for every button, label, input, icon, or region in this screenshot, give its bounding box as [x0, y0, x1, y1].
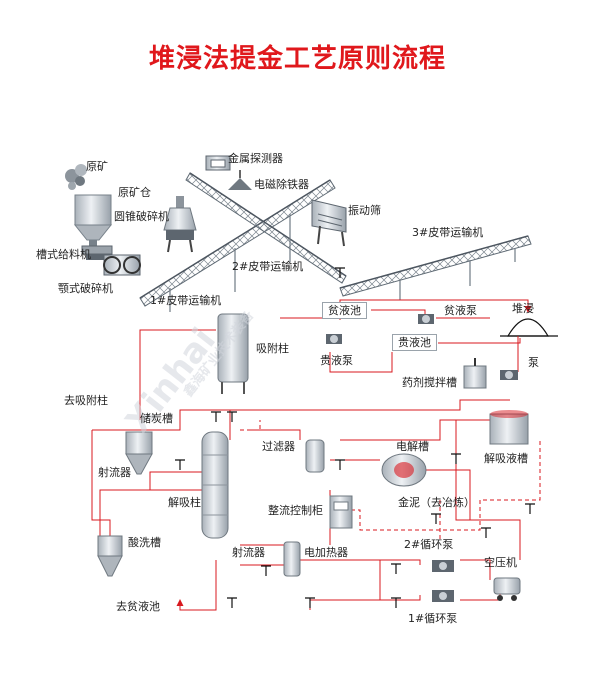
conveyor-supports [169, 214, 516, 312]
vibrating-screen-icon [311, 199, 347, 247]
pipelines [91, 299, 532, 611]
label-rectifier: 整流控制柜 [268, 504, 323, 517]
label-heater: 电加热器 [304, 546, 348, 559]
page-title: 堆浸法提金工艺原则流程 [148, 44, 446, 74]
label-heap-leach: 堆浸 [512, 302, 534, 315]
label-metal-detector: 金属探测器 [228, 152, 283, 165]
label-ejector-1: 射流器 [98, 466, 131, 479]
label-circ-pump-1: 1#循环泵 [408, 612, 458, 625]
lean-tank-box: 贫液池 [322, 302, 367, 319]
lean-pump-icon [418, 314, 434, 324]
label-ejector-2: 射流器 [232, 546, 265, 559]
circ-pump-1-icon [432, 590, 454, 602]
label-acid-tank: 酸洗槽 [128, 536, 161, 549]
heap-leach-icon [500, 318, 558, 337]
metal-detector-icon [205, 155, 231, 171]
label-belt-conveyor-3: 3#皮带运输机 [412, 226, 484, 239]
pipelines-dashed [240, 420, 541, 540]
acid-tank-icon [97, 535, 123, 577]
label-magnetic-separator: 电磁除铁器 [254, 178, 309, 191]
desorption-column-icon [201, 431, 229, 539]
label-compressor: 空压机 [484, 556, 517, 569]
label-ore-bin: 原矿仓 [118, 186, 151, 199]
desorption-tank-icon [489, 410, 529, 445]
label-desorption-tank: 解吸液槽 [484, 452, 528, 465]
ore-icon [65, 164, 87, 190]
cone-crusher-icon [163, 196, 197, 253]
label-to-adsorption: 去吸附柱 [64, 394, 108, 407]
label-pregnant-pump: 贵液泵 [320, 354, 353, 367]
label-carbon-tank: 储炭槽 [140, 412, 173, 425]
label-desorption-column: 解吸柱 [168, 496, 201, 509]
reagent-tank-icon [463, 358, 487, 389]
pregnant-pump-icon [326, 334, 342, 344]
circ-pump-2-icon [432, 560, 454, 572]
label-reagent-tank: 药剂搅拌槽 [402, 376, 457, 389]
filter-icon [305, 439, 325, 473]
label-ore: 原矿 [86, 160, 108, 173]
trough-feeder-icon [81, 245, 113, 260]
label-belt-conveyor-1: 1#皮带运输机 [150, 294, 222, 307]
carbon-tank-icon [125, 431, 153, 475]
jaw-crusher-icon [103, 254, 141, 276]
rectifier-cabinet-icon [329, 495, 353, 529]
belt-conveyor-3 [339, 235, 532, 297]
electrolytic-cell-icon [381, 453, 427, 487]
belt-conveyor-1 [139, 179, 336, 307]
label-vibrating-screen: 振动筛 [348, 204, 381, 217]
valves [175, 267, 535, 608]
label-gold-mud: 金泥（去冶炼） [398, 496, 475, 509]
label-circ-pump-2: 2#循环泵 [404, 538, 454, 551]
label-electrolytic-cell: 电解槽 [396, 440, 429, 453]
label-filter: 过滤器 [262, 440, 295, 453]
label-pump: 泵 [528, 356, 539, 369]
pump-icon [500, 370, 518, 380]
compressor-icon [493, 577, 521, 601]
pregnant-tank-box: 贵液池 [392, 334, 437, 351]
label-to-lean-tank: 去贫液池 [116, 600, 160, 613]
label-belt-conveyor-2: 2#皮带运输机 [232, 260, 304, 273]
label-trough-feeder: 槽式给料机 [36, 248, 91, 261]
label-jaw-crusher: 颚式破碎机 [58, 282, 113, 295]
magnetic-separator-icon [228, 170, 252, 190]
label-lean-pump: 贫液泵 [444, 304, 477, 317]
label-cone-crusher: 圆锥破碎机 [114, 210, 169, 223]
adsorption-column-icon [217, 313, 249, 394]
heater-icon [283, 541, 301, 577]
ore-bin-icon [73, 194, 113, 246]
label-adsorption-column: 吸附柱 [256, 342, 289, 355]
